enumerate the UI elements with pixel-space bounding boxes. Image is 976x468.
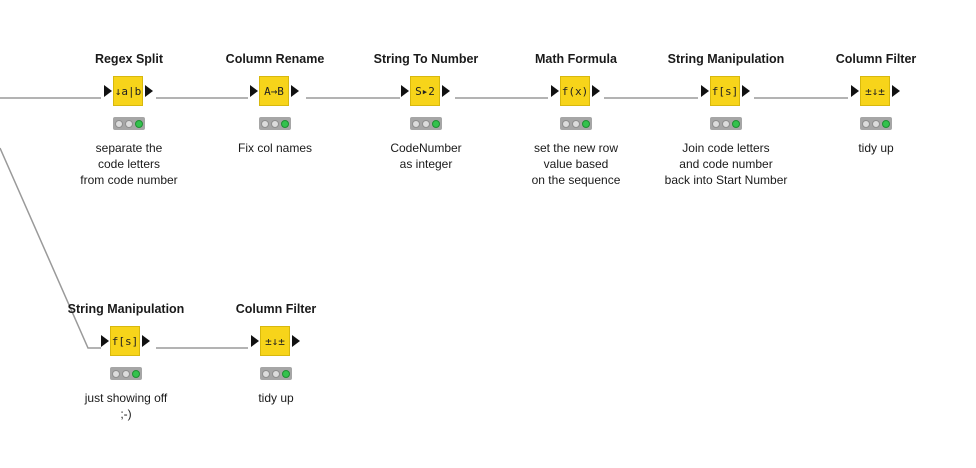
node-title: Column Rename xyxy=(225,52,325,66)
status-traffic-light xyxy=(860,117,892,130)
description-line: on the sequence xyxy=(531,173,621,187)
node-title: String To Number xyxy=(373,52,479,66)
output-port-icon[interactable] xyxy=(291,85,299,97)
output-port-icon[interactable] xyxy=(592,85,600,97)
node-glyph: f[s] xyxy=(711,84,739,98)
node-title: Regex Split xyxy=(94,52,164,66)
description-line: tidy up xyxy=(258,391,294,405)
description-line: value based xyxy=(543,157,609,171)
node-title: Column Filter xyxy=(835,52,917,66)
input-port-icon[interactable] xyxy=(101,335,109,347)
status-traffic-light xyxy=(259,117,291,130)
status-traffic-light xyxy=(410,117,442,130)
status-traffic-light xyxy=(110,367,142,380)
node-description[interactable]: Join code letters and code number back i… xyxy=(636,140,816,188)
column-rename-icon[interactable]: A→B xyxy=(259,76,289,106)
node-description[interactable]: tidy up xyxy=(186,390,366,406)
column-filter-icon[interactable]: ±↓± xyxy=(260,326,290,356)
output-port-icon[interactable] xyxy=(892,85,900,97)
output-port-icon[interactable] xyxy=(142,335,150,347)
input-port-icon[interactable] xyxy=(701,85,709,97)
description-line: and code number xyxy=(679,157,773,171)
description-line: code letters xyxy=(97,157,161,171)
output-port-icon[interactable] xyxy=(442,85,450,97)
description-line: as integer xyxy=(399,157,453,171)
node-glyph: A→B xyxy=(264,84,284,98)
description-line: tidy up xyxy=(858,141,894,155)
column-filter-icon[interactable]: ±↓± xyxy=(860,76,890,106)
node-description[interactable]: just showing off ;-) xyxy=(36,390,216,422)
output-port-icon[interactable] xyxy=(145,85,153,97)
node-glyph: f(x) xyxy=(561,84,589,98)
description-line: CodeNumber xyxy=(390,141,462,155)
status-traffic-light xyxy=(710,117,742,130)
input-port-icon[interactable] xyxy=(251,335,259,347)
status-traffic-light xyxy=(560,117,592,130)
string-to-number-icon[interactable]: S▸2 xyxy=(410,76,440,106)
node-title: Math Formula xyxy=(535,52,617,66)
node-glyph: ±↓± xyxy=(865,84,885,98)
node-glyph: ±↓± xyxy=(265,334,285,348)
input-port-icon[interactable] xyxy=(851,85,859,97)
output-port-icon[interactable] xyxy=(292,335,300,347)
node-glyph: f[s] xyxy=(111,334,139,348)
description-line: Join code letters xyxy=(682,141,770,155)
math-formula-icon[interactable]: f(x) xyxy=(560,76,590,106)
node-description[interactable]: set the new row value based on the seque… xyxy=(486,140,666,188)
description-line: Fix col names xyxy=(237,141,313,155)
description-line: just showing off xyxy=(84,391,168,405)
input-port-icon[interactable] xyxy=(104,85,112,97)
wire-input-string-manipulation-2 xyxy=(0,147,101,349)
node-description[interactable]: Fix col names xyxy=(185,140,365,156)
string-manipulation-icon[interactable]: f[s] xyxy=(110,326,140,356)
string-manipulation-icon[interactable]: f[s] xyxy=(710,76,740,106)
status-traffic-light xyxy=(113,117,145,130)
description-line: from code number xyxy=(80,173,178,187)
output-port-icon[interactable] xyxy=(742,85,750,97)
input-port-icon[interactable] xyxy=(250,85,258,97)
node-title: Column Filter xyxy=(235,302,317,316)
description-line: back into Start Number xyxy=(664,173,788,187)
node-title: String Manipulation xyxy=(667,52,785,66)
input-port-icon[interactable] xyxy=(401,85,409,97)
node-description[interactable]: tidy up xyxy=(786,140,966,156)
description-line: separate the xyxy=(95,141,163,155)
input-port-icon[interactable] xyxy=(551,85,559,97)
node-title: String Manipulation xyxy=(67,302,185,316)
node-description[interactable]: separate the code letters from code numb… xyxy=(39,140,219,188)
description-line: ;-) xyxy=(120,407,132,421)
regex-split-icon[interactable]: ↓a|b xyxy=(113,76,143,106)
status-traffic-light xyxy=(260,367,292,380)
description-line: set the new row xyxy=(533,141,619,155)
node-description[interactable]: CodeNumber as integer xyxy=(336,140,516,172)
node-glyph: S▸2 xyxy=(415,84,435,98)
node-glyph: ↓a|b xyxy=(114,84,142,98)
